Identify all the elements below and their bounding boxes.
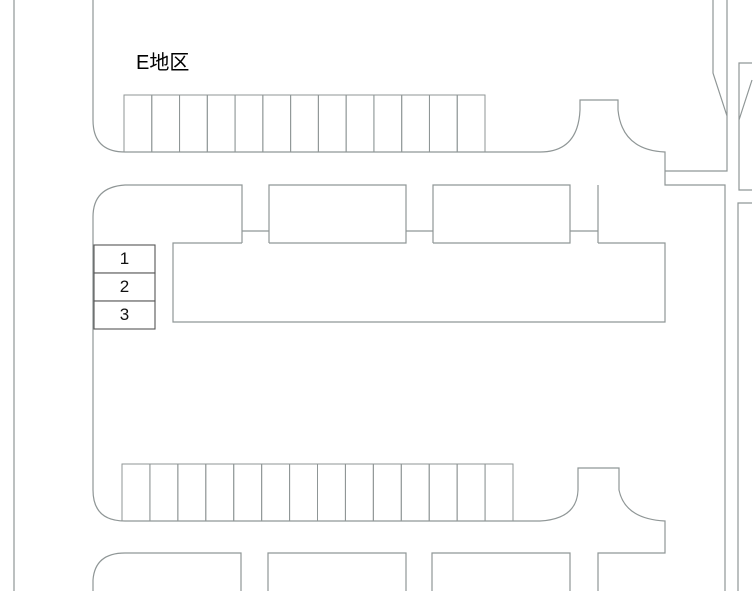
far-right-edge [737,62,753,591]
parking-stall [262,94,292,153]
parking-stall [428,463,458,522]
space-number-1: 1 [119,249,130,268]
bottom-parking-row [121,463,514,522]
parking-stall [484,463,514,522]
parking-stall [456,463,486,522]
upper-block-outline [92,0,726,591]
middle-buildings [172,184,666,323]
middle-block-outline [92,184,666,591]
parking-stall [400,463,430,522]
parking-stall [151,94,181,153]
numbered-space-2 [93,272,156,302]
parking-stall [373,94,403,153]
parking-stall [456,94,486,153]
parking-stall [317,94,347,153]
parking-stall [206,94,236,153]
parking-stall [344,463,374,522]
right-road-edge [665,0,728,172]
parking-stall [233,463,263,522]
parking-stall [123,94,153,153]
parking-stall [205,463,235,522]
area-label: E地区 [136,52,190,74]
parking-stall [261,463,291,522]
top-parking-row [123,94,486,153]
parking-stall [121,463,151,522]
parking-stall [401,94,430,153]
parking-stall [177,463,207,522]
parking-stall [289,463,319,522]
parking-stall [345,94,375,153]
parking-stall [290,94,319,153]
parking-stall [234,94,264,153]
parking-stall [149,463,179,522]
space-number-3: 3 [119,305,130,324]
parking-stall [372,463,402,522]
parking-stall [179,94,208,153]
parking-stall [428,94,458,153]
numbered-space-3 [93,300,156,330]
parking-stall [317,463,346,522]
bottom-buildings [92,552,571,591]
space-number-2: 2 [119,277,130,296]
